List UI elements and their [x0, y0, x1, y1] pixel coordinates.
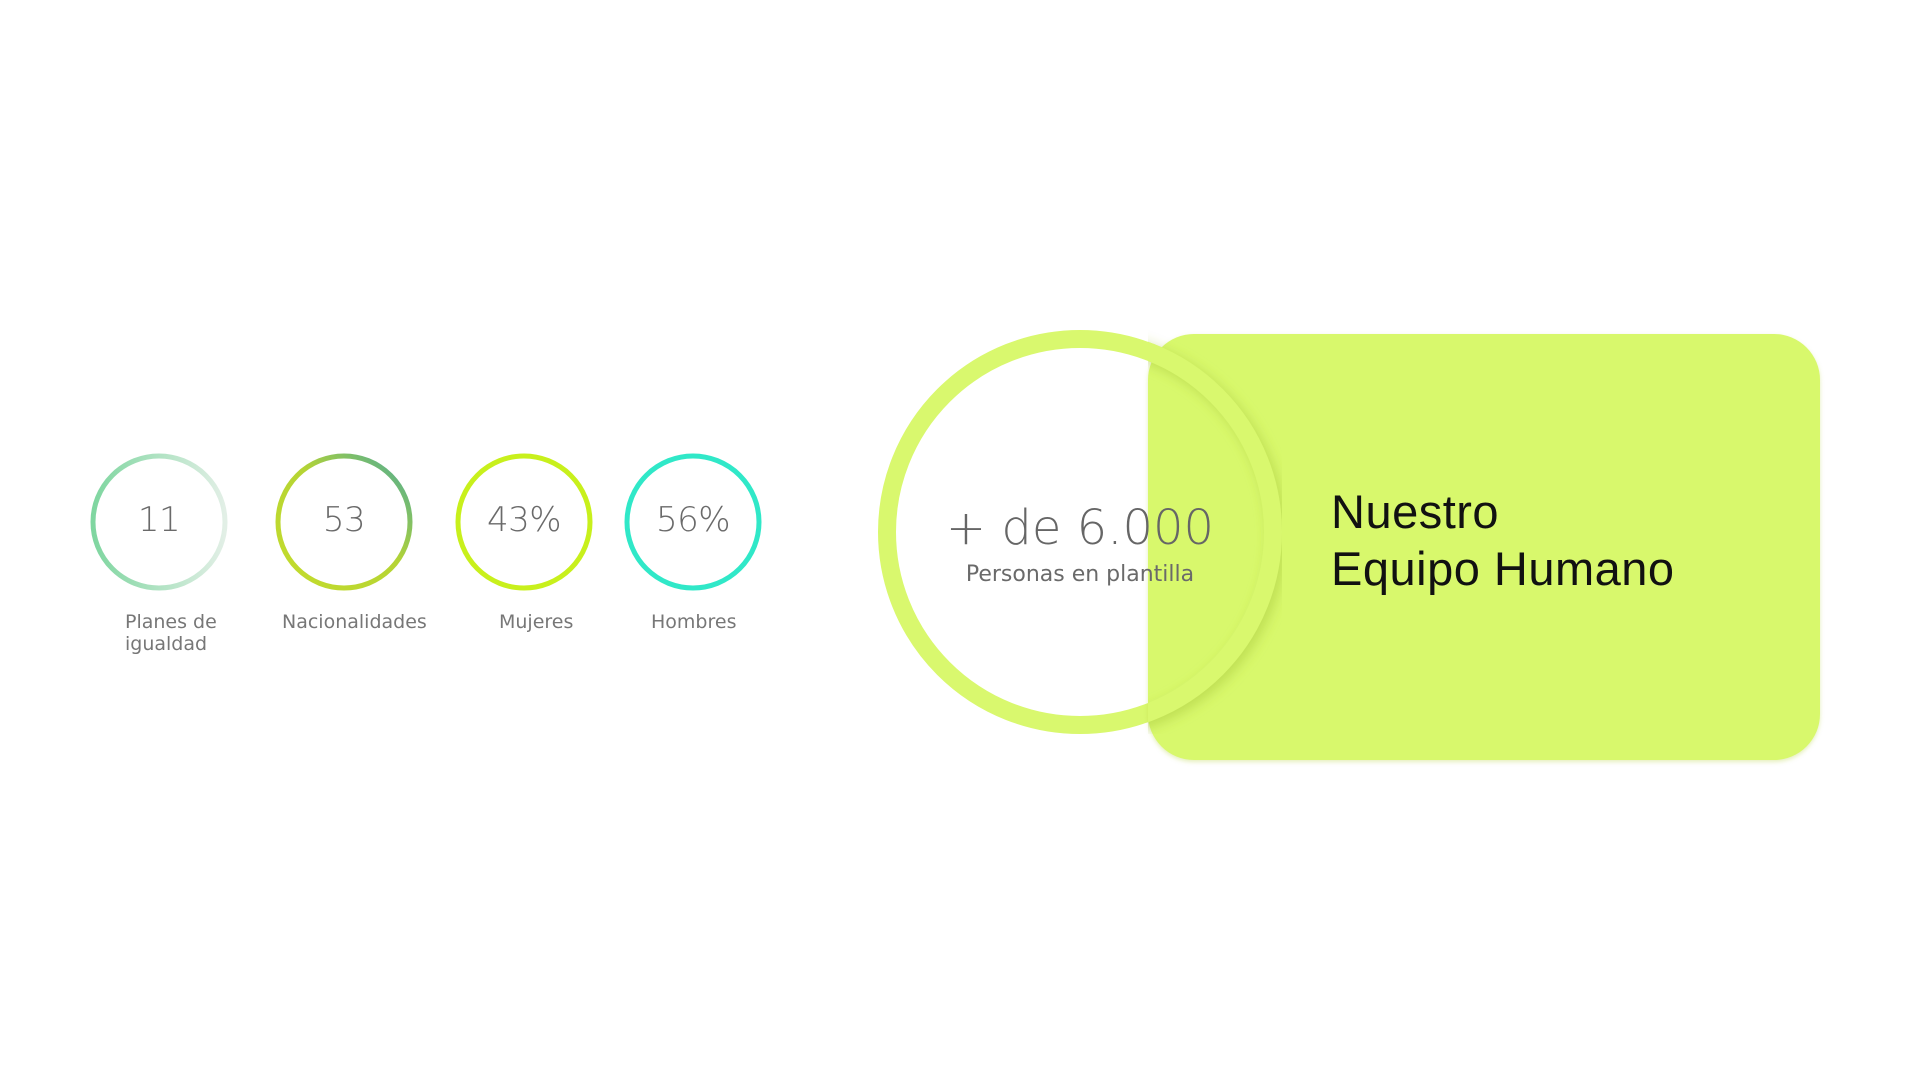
stat-label: Nacionalidades: [282, 611, 427, 633]
stat-label: Mujeres: [499, 611, 574, 633]
stat-label: Planes de igualdad: [125, 611, 217, 655]
ring-icon: [455, 453, 593, 591]
ring-icon: [275, 453, 413, 591]
stat-value: 53: [322, 500, 366, 540]
stat-value: 56%: [655, 500, 731, 540]
ring-icon: [90, 453, 228, 591]
headcount-value: + de 6.000: [945, 500, 1215, 556]
title-card: [1148, 334, 1820, 760]
ring-overlay-icon: [1148, 341, 1282, 723]
page-title: Nuestro Equipo Humano: [1331, 485, 1675, 595]
stat-women: 43%: [455, 453, 593, 591]
stat-nationalities: 53: [275, 453, 413, 591]
stat-equality-plans: 11: [90, 453, 228, 591]
stat-value: 43%: [486, 500, 562, 540]
stat-value: 11: [137, 500, 181, 540]
stat-label: Hombres: [651, 611, 737, 633]
headcount-label: Personas en plantilla: [965, 562, 1195, 587]
ring-icon: [624, 453, 762, 591]
stat-men: 56%: [624, 453, 762, 591]
